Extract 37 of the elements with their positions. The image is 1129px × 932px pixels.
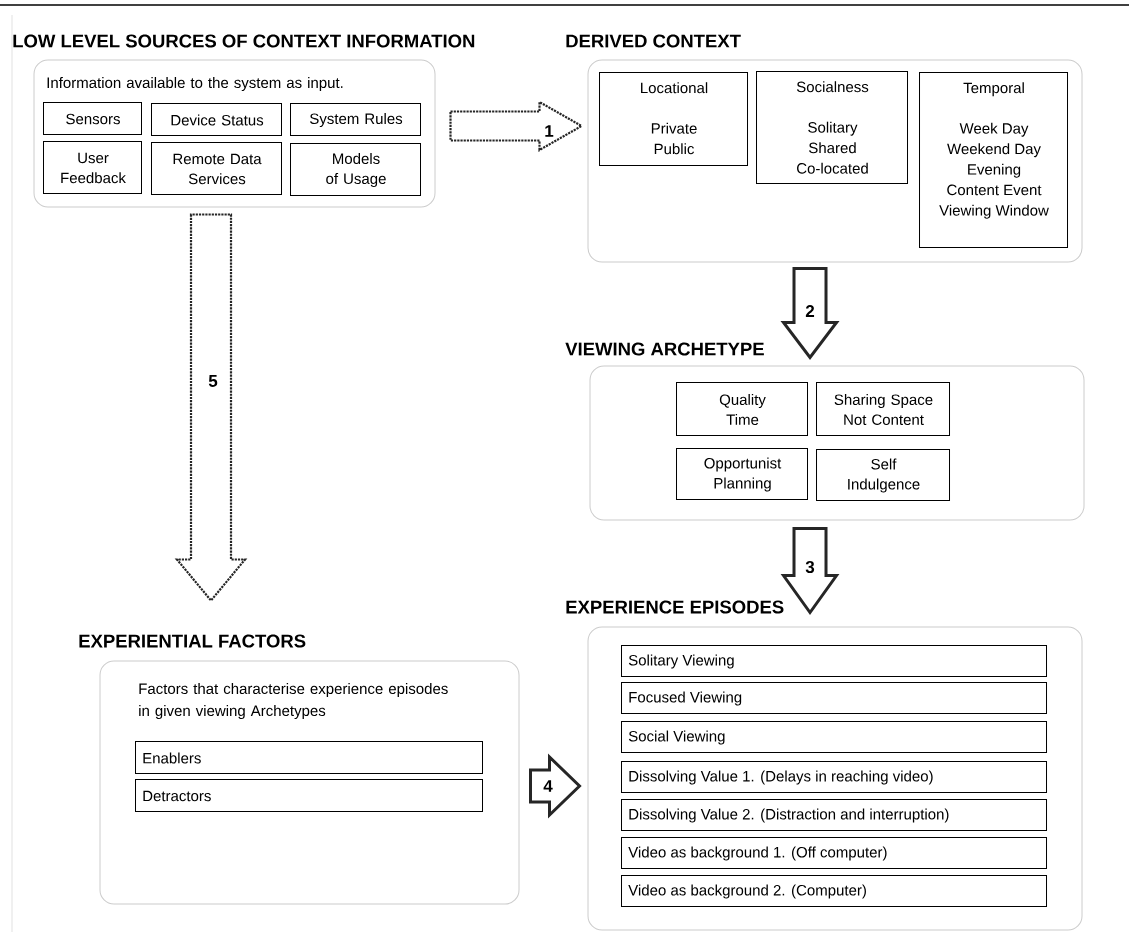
panel-heading: DERIVED CONTEXT [566,34,741,48]
item-box: System Rules [290,103,421,136]
item-box: Sharing Space Not Content [816,382,950,436]
item-box: Quality Time [676,382,808,436]
item-box: Self Indulgence [816,449,950,501]
block-arrow [780,267,840,360]
list-row: Video as background 1. (Off computer) [621,837,1047,869]
category-box: Socialness Solitary Shared Co-located [756,71,908,184]
category-box: Temporal Week Day Weekend Day Evening Content Event Viewing Window [919,72,1068,248]
list-row: Social Viewing [621,721,1047,753]
edge-label: 2 [804,304,816,318]
edge-label: 1 [543,124,555,138]
block-arrow [449,100,584,152]
item-box: Remote Data Services [151,142,282,195]
list-row: Detractors [135,779,483,812]
list-row: Focused Viewing [621,682,1047,714]
edge-label: 3 [804,560,816,575]
panel-heading: EXPERIENTIAL FACTORS [79,634,306,648]
list-row: Dissolving Value 1. (Delays in reaching video) [621,761,1047,793]
edge-label: 4 [542,779,554,793]
item-box: Sensors [43,102,142,135]
item-box: Device Status [151,103,282,136]
list-row: Dissolving Value 2. (Distraction and interruption) [621,799,1047,831]
panel-heading: LOW LEVEL SOURCES OF CONTEXT INFORMATION [13,34,475,48]
panel-heading: VIEWING ARCHETYPE [565,342,764,356]
block-arrow [174,213,248,603]
list-row: Video as background 2. (Computer) [621,875,1047,907]
edge-label: 5 [207,374,219,388]
block-arrow [529,753,582,819]
list-row: Solitary Viewing [621,645,1047,677]
item-box: User Feedback [43,141,142,194]
list-row: Enablers [135,741,483,774]
category-box: Locational Private Public [599,72,748,166]
item-box: Opportunist Planning [676,448,808,500]
panel-heading: EXPERIENCE EPISODES [566,600,784,614]
block-arrow [780,527,840,616]
item-box: Models of Usage [290,143,421,196]
